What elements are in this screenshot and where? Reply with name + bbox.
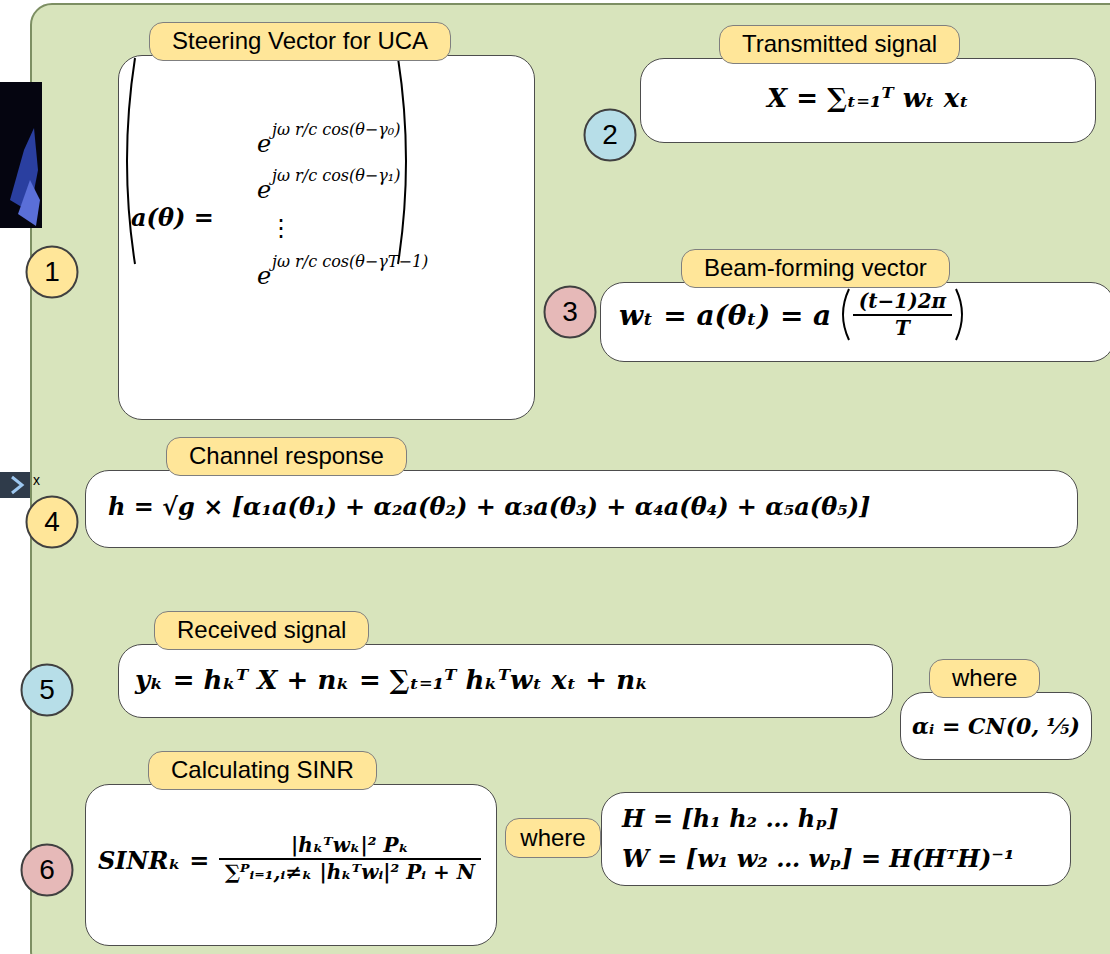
fraction-denominator: ∑ᴾᵢ₌₁,ᵢ≠ₖ |hₖᵀwᵢ|² Pᵢ + N	[219, 858, 481, 884]
step-number: 3	[543, 285, 597, 339]
formula: h = √g × [α₁a(θ₁) + α₂a(θ₂) + α₃a(θ₃) + …	[108, 493, 870, 522]
bracket	[954, 287, 968, 342]
fragment-label: x	[33, 472, 40, 489]
bracket-stroke	[398, 58, 406, 264]
formula-box: whereαᵢ = CN(0, ⅕)	[900, 692, 1092, 760]
callout-number: 1	[44, 255, 60, 289]
vector-entry: e	[257, 130, 271, 159]
formula: H = [h₁ h₂ … hₚ]	[622, 805, 839, 834]
circle-shape	[22, 845, 73, 896]
circle-shape	[545, 287, 596, 338]
formula: yₖ = hₖᵀ X + nₖ = ∑ₜ₌₁ᵀ hₖᵀwₜ xₜ + nₖ	[135, 665, 649, 696]
circle-shape	[27, 247, 78, 298]
formula-box: Channel responseh = √g × [α₁a(θ₁) + α₂a(…	[85, 470, 1078, 548]
image-fragment-shape	[18, 180, 40, 226]
formula-box: Steering Vector for UCAa(θ) =ejω r/c cos…	[118, 55, 535, 420]
section-tag: where	[929, 659, 1040, 698]
formula: a(θ) =	[131, 204, 214, 233]
step-number: 6	[20, 843, 74, 897]
fraction-numerator: (t−1)2π	[853, 289, 952, 313]
bracket-stroke	[843, 289, 849, 340]
step-number: 2	[583, 108, 637, 162]
tag-text: where	[520, 824, 585, 853]
callout-number: 6	[39, 853, 55, 887]
vertical-ellipsis: ⋮	[269, 214, 293, 243]
formula-box: Transmitted signalX = ∑ₜ₌₁ᵀ wₜ xₜ	[640, 58, 1096, 143]
circle-shape	[22, 665, 73, 716]
formula-box: Calculating SINRSINRₖ =|hₖᵀwₖ|² Pₖ∑ᴾᵢ₌₁,…	[85, 784, 497, 946]
fraction-numerator: |hₖᵀwₖ|² Pₖ	[219, 833, 481, 857]
step-number: 5	[20, 663, 74, 717]
formula: SINRₖ =	[98, 847, 209, 876]
fraction-denominator: T	[853, 314, 952, 340]
section-tag: Calculating SINR	[148, 751, 377, 790]
formula-box: Received signalyₖ = hₖᵀ X + nₖ = ∑ₜ₌₁ᵀ h…	[118, 644, 893, 718]
bracket	[119, 56, 137, 266]
bracket-stroke	[956, 289, 962, 340]
callout-number: 2	[602, 118, 618, 152]
section-tag: Received signal	[154, 611, 369, 650]
where-tag: where	[505, 818, 601, 858]
formula-box: Beam-forming vectorwₜ = a(θₜ) = a(t−1)2π…	[600, 282, 1110, 362]
callout-number: 4	[44, 505, 60, 539]
icon-fragment	[0, 472, 30, 498]
icon-chevron	[12, 477, 22, 493]
callout-number: 5	[39, 673, 55, 707]
image-fragment	[0, 82, 42, 228]
circle-shape	[27, 497, 78, 548]
bracket	[396, 56, 414, 266]
exponent: jω r/c cos(θ−γ₁)	[272, 166, 400, 185]
step-number: 4	[25, 495, 79, 549]
bracket-stroke	[127, 58, 135, 264]
formula: αᵢ = CN(0, ⅕)	[912, 713, 1080, 739]
section-tag: Beam-forming vector	[681, 249, 950, 288]
callout-number: 3	[562, 295, 578, 329]
formula: W = [w₁ w₂ … wₚ] = H(HᵀH)⁻¹	[622, 845, 1015, 874]
vector-entry: e	[257, 262, 271, 291]
formula: wₜ = a(θₜ) = a	[619, 299, 831, 333]
section-tag: Transmitted signal	[719, 25, 960, 64]
formula-box: H = [h₁ h₂ … hₚ] W = [w₁ w₂ … wₚ] = H(HᵀH…	[601, 792, 1071, 886]
exponent: jω r/c cos(θ−γT−1)	[272, 252, 428, 271]
formula: X = ∑ₜ₌₁ᵀ wₜ xₜ	[767, 83, 969, 114]
exponent: jω r/c cos(θ−γ₀)	[272, 120, 400, 139]
section-tag: Channel response	[166, 437, 407, 476]
vector-entry: e	[257, 176, 271, 205]
bracket	[837, 287, 851, 342]
step-number: 1	[25, 245, 79, 299]
section-tag: Steering Vector for UCA	[149, 22, 451, 61]
circle-shape	[585, 110, 636, 161]
